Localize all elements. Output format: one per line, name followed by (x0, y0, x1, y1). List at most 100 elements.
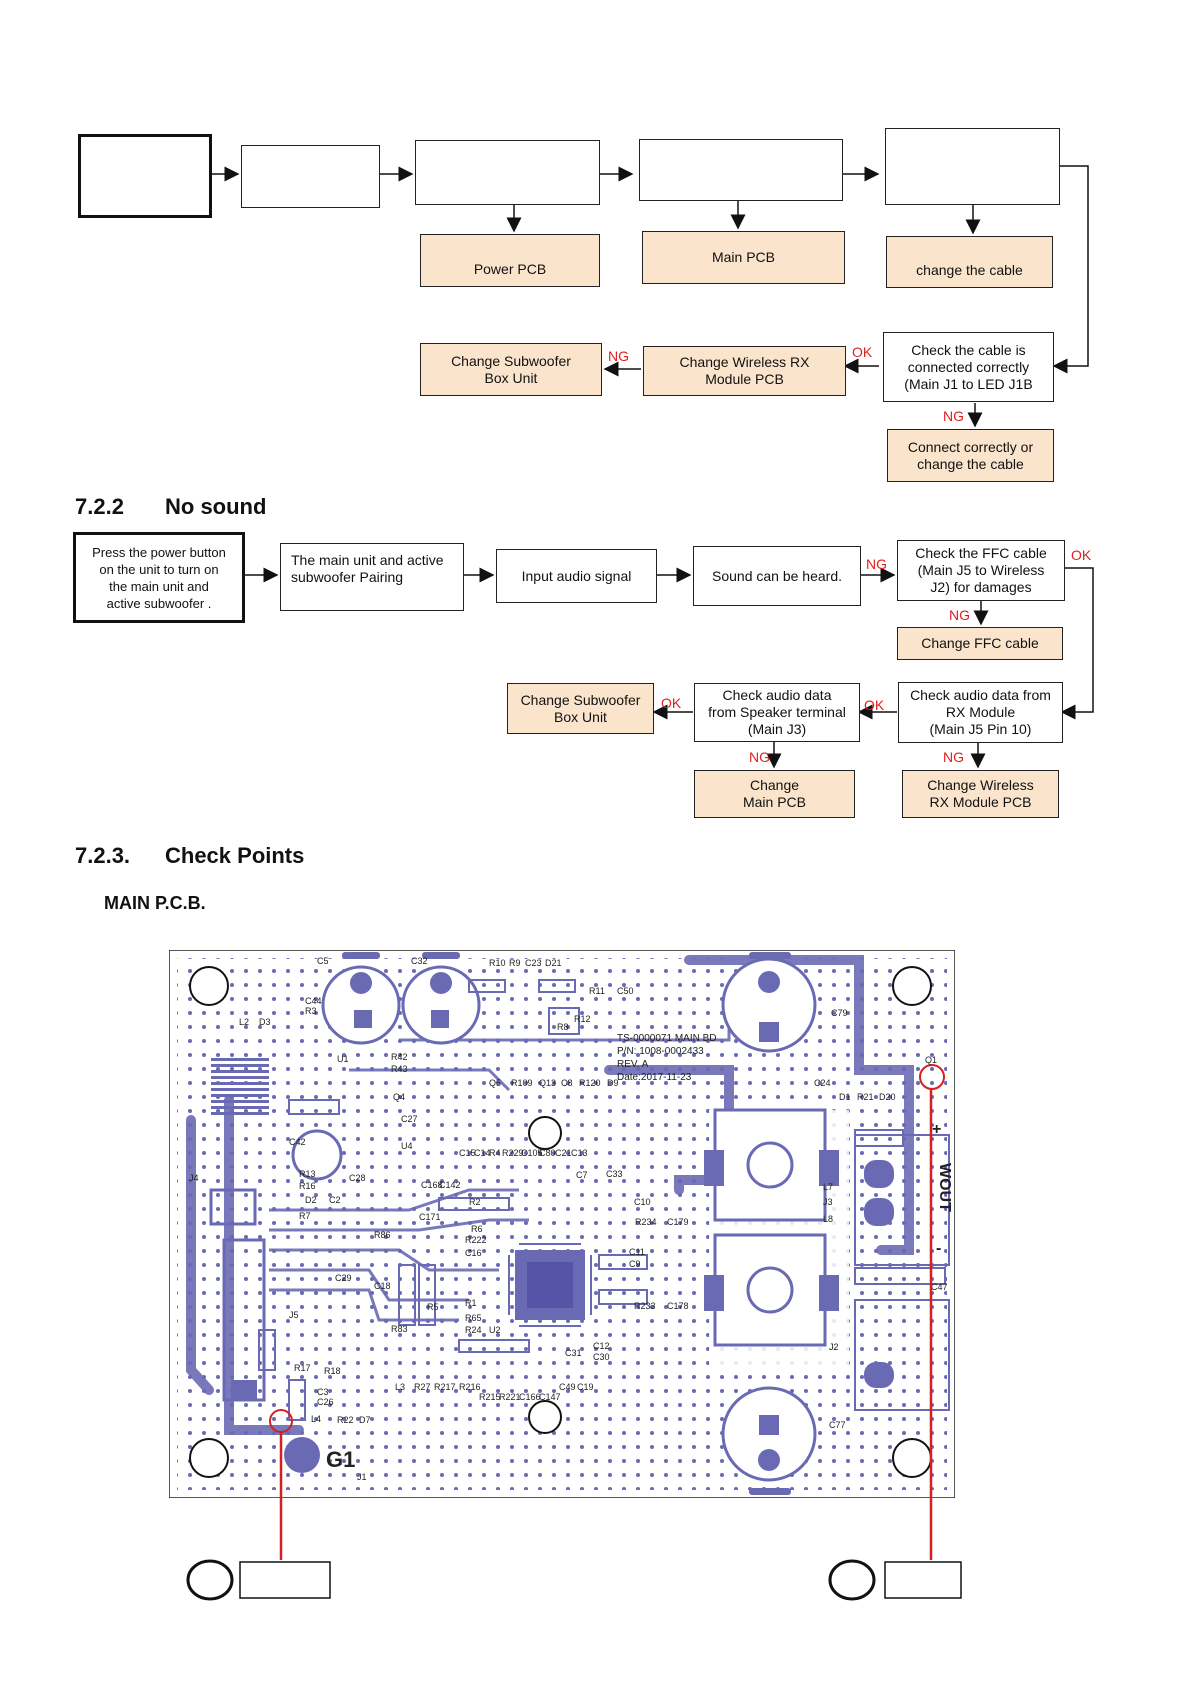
component-ref-label: C16 (465, 1248, 482, 1258)
component-ref-label: J4 (189, 1173, 199, 1183)
connect-correctly-box: Connect correctly or change the cable (887, 429, 1054, 482)
component-ref-label: R11 (589, 986, 605, 996)
component-ref-label: C19 (577, 1382, 594, 1392)
component-ref-label: C24 (814, 1078, 831, 1088)
component-ref-label: C105 (521, 1148, 543, 1158)
component-ref-label: C10 (634, 1197, 651, 1207)
component-ref-label: C168 (421, 1180, 443, 1190)
check-cable-box: Check the cable is connected correctly (… (883, 332, 1054, 402)
component-ref-label: R221 (499, 1392, 521, 1402)
component-ref-label: R22 (337, 1415, 354, 1425)
flow-step-box (639, 139, 843, 201)
change-ffc-box: Change FFC cable (897, 627, 1063, 660)
component-ref-label: R86 (374, 1230, 391, 1240)
component-ref-label: R17 (294, 1363, 311, 1373)
change-subwoofer-box: Change Subwoofer Box Unit (420, 343, 602, 396)
board-id-text: TS-0000071 MAIN BD (617, 1033, 717, 1044)
ng-label: NG (749, 749, 770, 765)
component-ref-label: C11 (629, 1247, 645, 1257)
component-ref-label: C31 (565, 1348, 582, 1358)
component-ref-label: R7 (299, 1211, 311, 1221)
ng-label: NG (866, 556, 887, 572)
ok-label: OK (864, 697, 885, 713)
component-ref-label: J5 (289, 1310, 299, 1320)
component-ref-label: C47 (931, 1282, 948, 1292)
component-ref-label: C79 (831, 1008, 848, 1018)
plus-label: + (932, 1121, 941, 1138)
component-ref-label: R10 (489, 958, 506, 968)
component-ref-label: R27 (414, 1382, 431, 1392)
component-ref-label: C27 (401, 1114, 418, 1124)
ok-label: OK (1071, 547, 1092, 563)
check-rx-box: Check audio data from RX Module (Main J5… (898, 682, 1063, 743)
component-ref-label: D9 (607, 1078, 619, 1088)
component-ref-label: R8 (557, 1022, 569, 1032)
component-ref-label: J3 (823, 1197, 833, 1207)
power-pcb-box: Power PCB (420, 234, 600, 287)
component-ref-label: L4 (311, 1414, 321, 1424)
component-ref-label: D20 (879, 1092, 896, 1102)
component-ref-label: C147 (539, 1392, 561, 1402)
minus-label: - (936, 1240, 941, 1257)
main-pcb-diagram: TS-0000071 MAIN BD P/N: 1008-0002433 REV… (169, 950, 955, 1498)
component-ref-label: C29 (335, 1273, 352, 1283)
component-ref-label: R233 (634, 1301, 656, 1311)
component-ref-label: R217 (434, 1382, 456, 1392)
component-ref-label: R42 (391, 1052, 408, 1062)
component-ref-label: J1 (357, 1472, 367, 1482)
component-ref-label: C5 (317, 956, 329, 966)
component-ref-label: U1 (337, 1054, 349, 1064)
component-ref-label: C32 (411, 956, 428, 966)
sound-heard-box: Sound can be heard. (693, 546, 861, 606)
component-ref-label: Q13 (539, 1078, 556, 1088)
component-ref-label: R234 (635, 1217, 657, 1227)
component-ref-label: L7 (823, 1182, 833, 1192)
press-power-box: Press the power button on the unit to tu… (73, 532, 245, 623)
pcb-subtitle: MAIN P.C.B. (104, 893, 206, 913)
component-ref-label: C9 (629, 1259, 641, 1269)
component-ref-label: C18 (374, 1281, 391, 1291)
component-ref-label: R43 (391, 1064, 408, 1074)
board-rev-text: REV. A (617, 1059, 649, 1070)
section-number: 7.2.2 (75, 494, 124, 519)
wout-label: WOUT (936, 1163, 953, 1212)
component-ref-label: R109 (511, 1078, 533, 1088)
board-date-text: Date:2017-11-23 (617, 1072, 692, 1083)
section-number: 7.2.3. (75, 843, 131, 868)
component-ref-label: U2 (489, 1325, 501, 1335)
component-ref-label: J2 (829, 1342, 839, 1352)
ng-label: NG (943, 749, 964, 765)
ok-label: OK (661, 695, 682, 711)
input-audio-box: Input audio signal (496, 549, 657, 603)
component-ref-label: C80 (539, 1148, 556, 1158)
component-ref-label: C3 (317, 1387, 329, 1397)
component-ref-label: C178 (667, 1301, 689, 1311)
component-ref-label: Q1 (925, 1055, 937, 1065)
component-ref-label: C7 (576, 1170, 588, 1180)
component-ref-label: R5 (427, 1302, 439, 1312)
component-ref-label: R216 (459, 1382, 481, 1392)
flow-step-box (241, 145, 380, 208)
flow-start-box (78, 134, 212, 218)
main-pcb-box: Main PCB (642, 231, 845, 284)
component-ref-label: R21 (857, 1092, 874, 1102)
component-ref-label: C49 (559, 1382, 576, 1392)
component-ref-label: R12 (574, 1014, 591, 1024)
component-ref-label: C12 (593, 1341, 610, 1351)
section-title: No sound (165, 494, 267, 519)
component-ref-label: R120 (579, 1078, 601, 1088)
component-ref-label: L8 (823, 1214, 833, 1224)
component-ref-label: C23 (525, 958, 542, 968)
component-ref-label: D1 (839, 1092, 851, 1102)
change-wireless-box: Change Wireless RX Module PCB (643, 346, 846, 396)
check-speaker-box: Check audio data from Speaker terminal (… (694, 683, 860, 742)
component-ref-label: R229 (502, 1148, 524, 1158)
component-ref-label: C30 (593, 1352, 610, 1362)
component-ref-label: C28 (349, 1173, 366, 1183)
change-wireless-box: Change Wireless RX Module PCB (902, 770, 1059, 818)
component-ref-label: C21 (555, 1148, 572, 1158)
component-ref-label: R2 (469, 1197, 481, 1207)
component-ref-label: R13 (299, 1169, 316, 1179)
component-ref-label: R4 (489, 1148, 501, 1158)
